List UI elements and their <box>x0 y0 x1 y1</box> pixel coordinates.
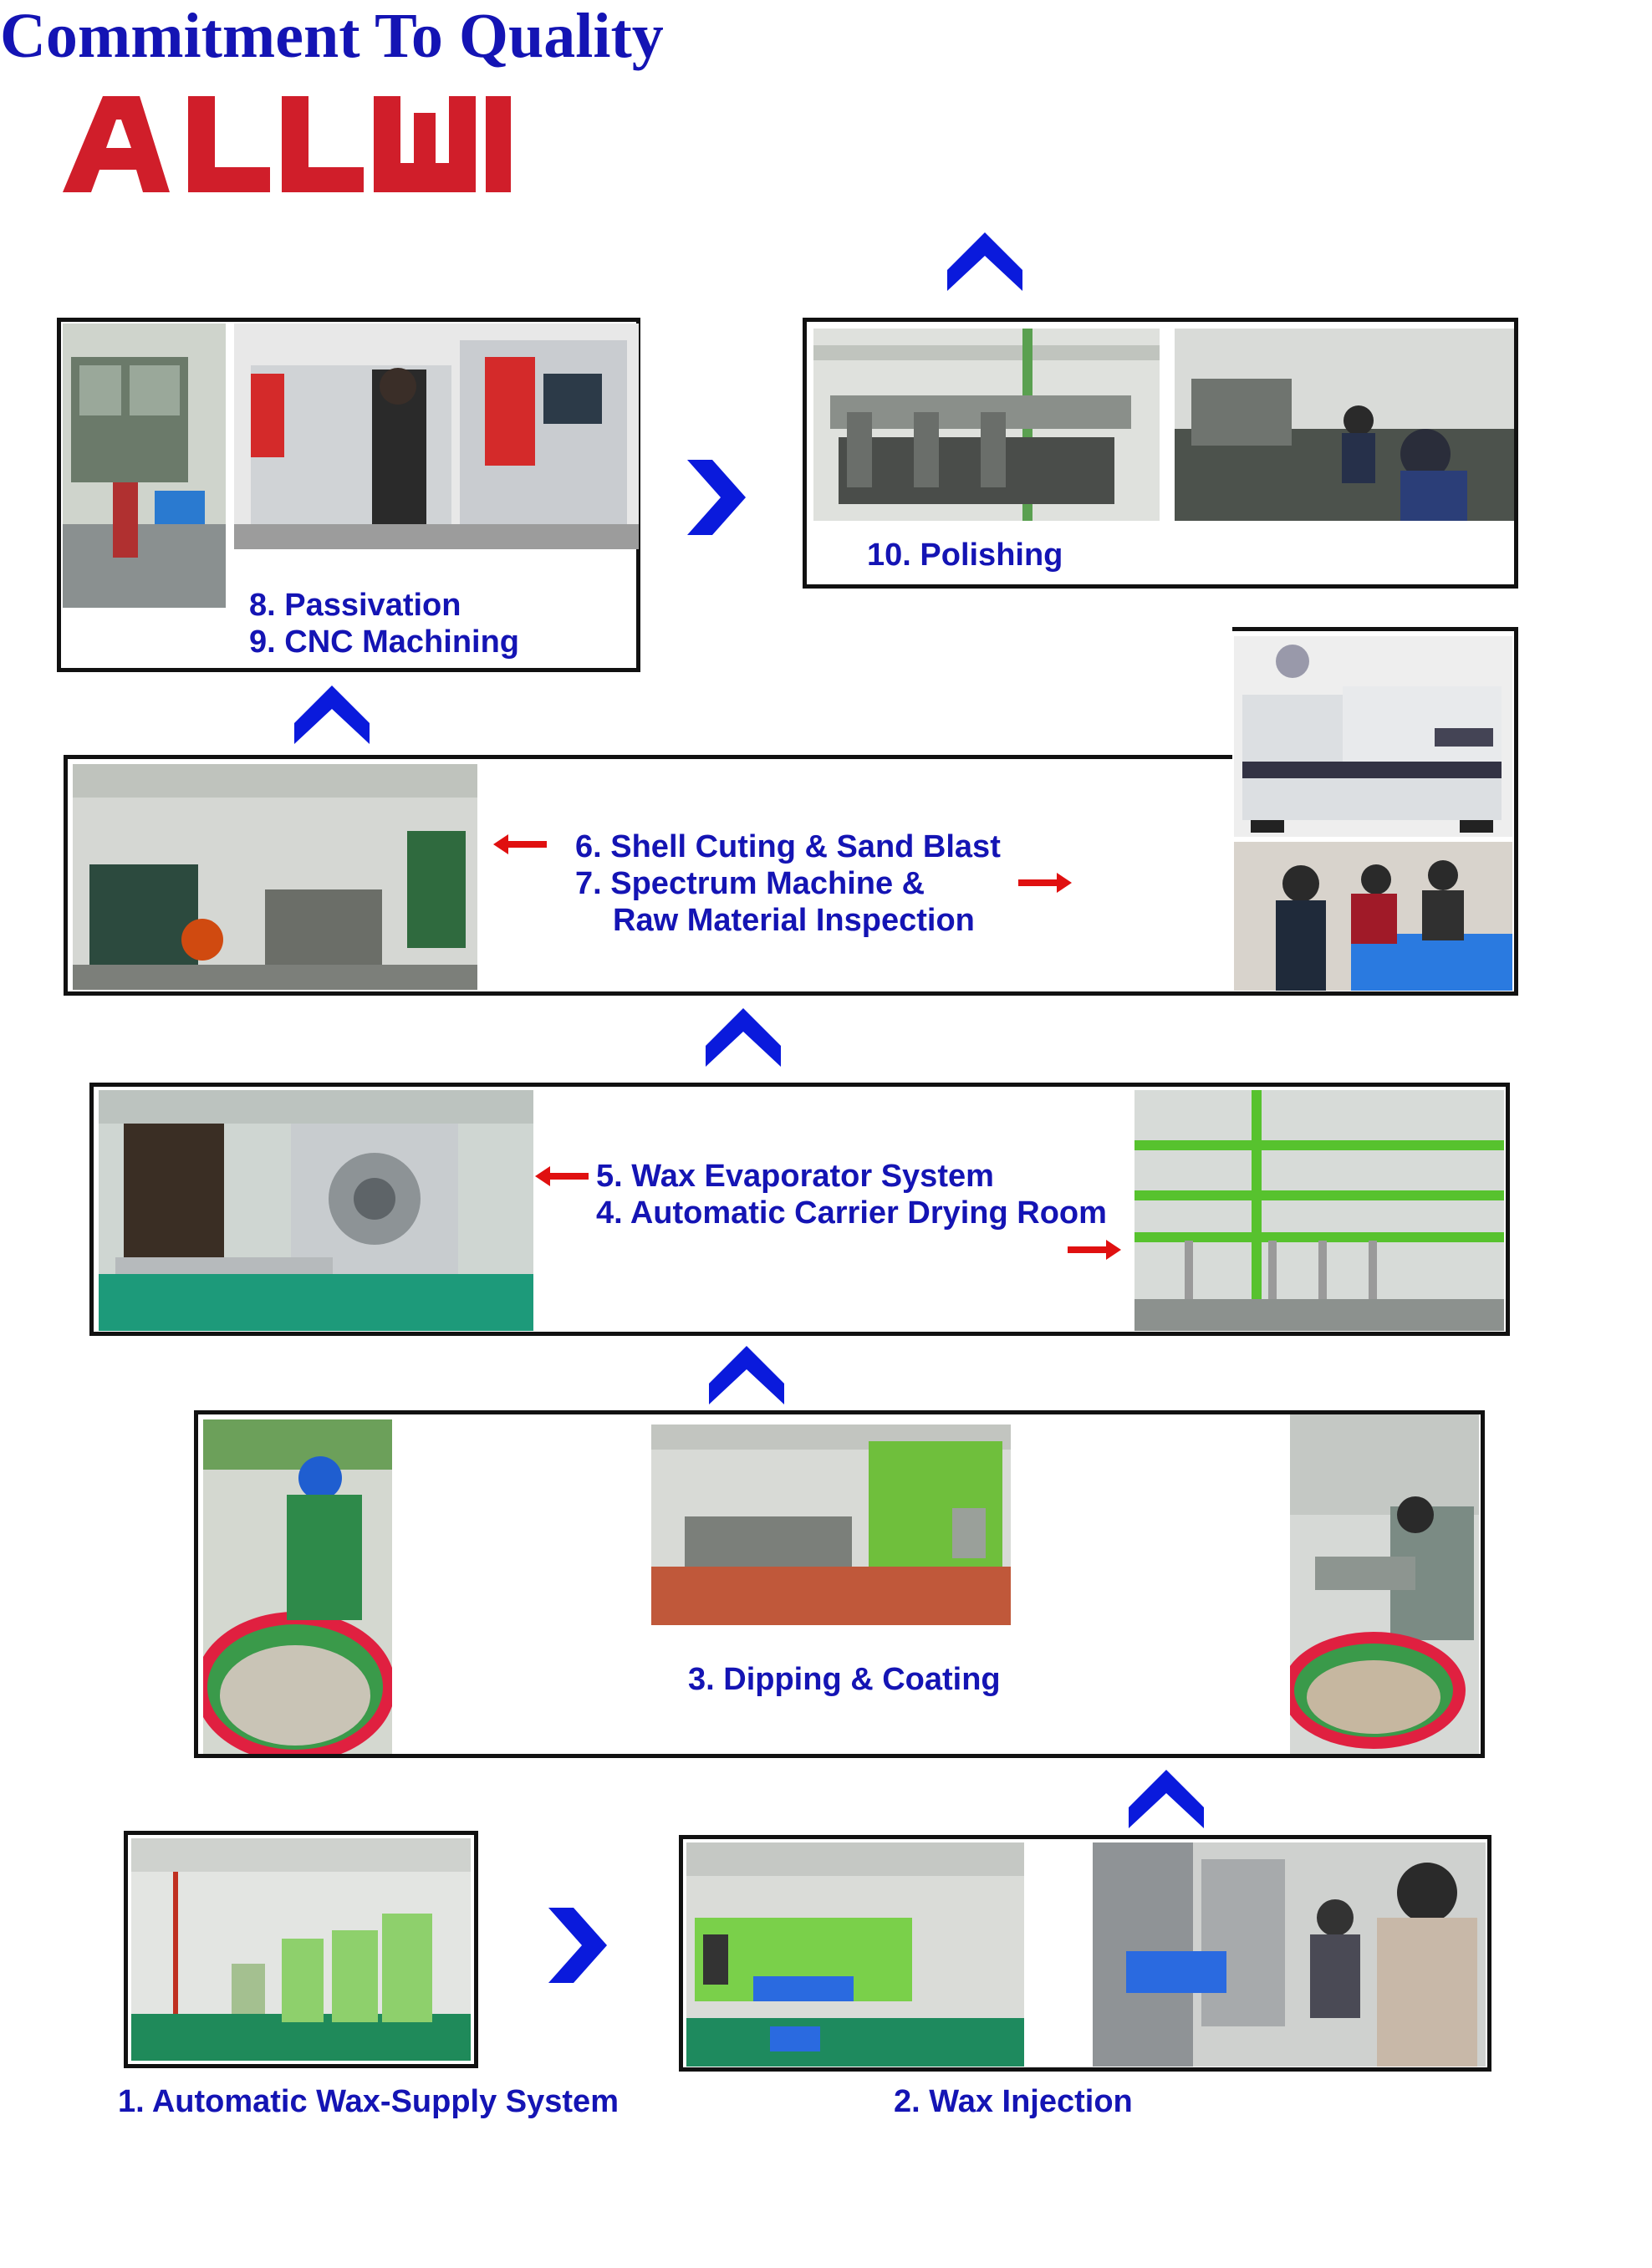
chevron-right-icon <box>687 460 746 535</box>
step-3-label: 3. Dipping & Coating <box>688 1662 1001 1697</box>
step-8-label: 8. Passivation <box>249 588 461 623</box>
chevron-up-icon <box>709 1346 784 1404</box>
step-10-label: 10. Polishing <box>867 538 1063 573</box>
step-5-label: 5. Wax Evaporator System <box>596 1159 994 1194</box>
step-7-label: 7. Spectrum Machine & <box>575 866 925 901</box>
chevron-right-icon <box>548 1908 607 1983</box>
step-7-photo-panel <box>1232 627 1518 996</box>
red-arrow-icon <box>1018 873 1072 893</box>
step-4-label: 4. Automatic Carrier Drying Room <box>596 1195 1107 1231</box>
wax-injection-photo-1 <box>686 1842 1024 2067</box>
step-9-label: 9. CNC Machining <box>249 624 520 660</box>
passivation-photo <box>63 324 226 608</box>
chevron-up-icon <box>1129 1770 1204 1828</box>
coating-slurry-photo <box>1290 1414 1479 1754</box>
step-1-panel <box>124 1831 478 2068</box>
spectrum-machine-photo <box>1234 636 1512 837</box>
chevron-up-icon <box>294 685 370 744</box>
step-3-panel: 3. Dipping & Coating <box>194 1410 1485 1758</box>
step-2-label: 2. Wax Injection <box>894 2084 1133 2119</box>
chevron-up-icon <box>706 1008 781 1067</box>
allwin-logo <box>63 96 531 192</box>
polishing-photo-2 <box>1175 329 1514 521</box>
cnc-machining-photo <box>234 324 639 549</box>
coating-line-photo <box>651 1425 1011 1625</box>
carrier-drying-room-photo <box>1134 1090 1504 1331</box>
dipping-photo <box>203 1419 392 1754</box>
sand-blast-photo <box>73 764 477 990</box>
polishing-photo-1 <box>813 329 1160 521</box>
red-arrow-icon <box>493 834 547 854</box>
step-10-panel: 10. Polishing <box>803 318 1518 589</box>
step-4-5-panel <box>89 1083 1510 1336</box>
page-title: Commitment To Quality <box>0 1 664 71</box>
red-arrow-icon <box>1068 1240 1121 1260</box>
step-2-panel <box>679 1835 1491 2072</box>
wax-injection-photo-2 <box>1093 1842 1486 2067</box>
wax-evaporator-photo <box>99 1090 533 1331</box>
red-arrow-icon <box>535 1166 589 1186</box>
raw-material-inspection-photo <box>1234 842 1512 991</box>
step-8-9-panel: 8. Passivation 9. CNC Machining <box>57 318 640 672</box>
step-6-label: 6. Shell Cuting & Sand Blast <box>575 829 1001 864</box>
wax-supply-photo <box>131 1838 471 2061</box>
step-1-label: 1. Automatic Wax-Supply System <box>118 2084 619 2119</box>
chevron-up-icon <box>947 232 1022 291</box>
step-7-label-line-2: Raw Material Inspection <box>613 903 975 938</box>
step-6-7-panel <box>64 755 1234 996</box>
